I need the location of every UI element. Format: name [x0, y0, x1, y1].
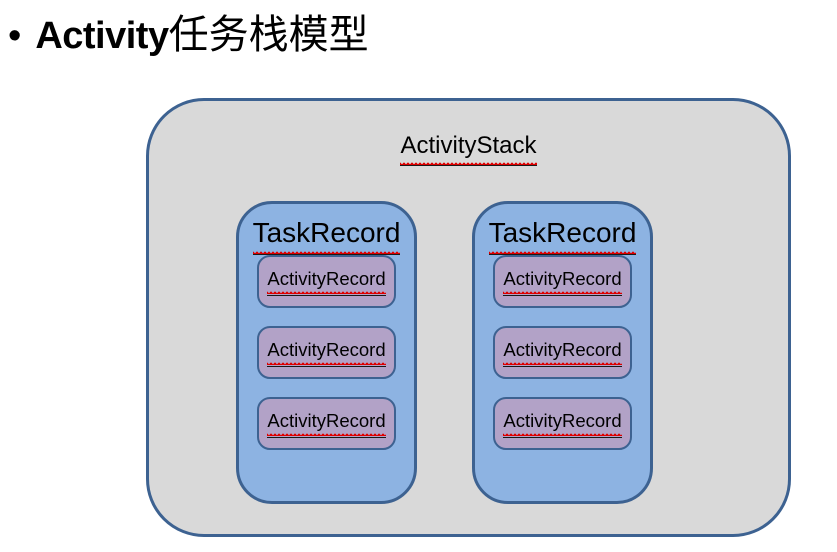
activity-record-label: ActivityRecord — [267, 339, 386, 367]
activity-record-box: ActivityRecord — [493, 255, 632, 308]
activity-record-label: ActivityRecord — [503, 268, 622, 296]
activity-record-label: ActivityRecord — [267, 410, 386, 438]
activity-record-box: ActivityRecord — [493, 397, 632, 450]
activity-record-box: ActivityRecord — [257, 326, 396, 379]
activity-record-box: ActivityRecord — [493, 326, 632, 379]
activity-record-box: ActivityRecord — [257, 255, 396, 308]
task-record-box-2: TaskRecord ActivityRecord ActivityRecord… — [472, 201, 653, 504]
activity-stack-label: ActivityStack — [149, 132, 788, 166]
activity-record-label: ActivityRecord — [267, 268, 386, 296]
activity-record-box: ActivityRecord — [257, 397, 396, 450]
task-record-box-1: TaskRecord ActivityRecord ActivityRecord… — [236, 201, 417, 504]
task-record-label-text: TaskRecord — [488, 217, 637, 255]
activity-record-label: ActivityRecord — [503, 339, 622, 367]
page-title-chinese: 任务栈模型 — [168, 12, 369, 57]
page-title: • Activity 任务栈模型 — [8, 8, 369, 63]
task-record-label-text: TaskRecord — [252, 217, 401, 255]
task-record-label: TaskRecord — [475, 217, 650, 255]
page-title-english: Activity — [35, 15, 169, 57]
activity-record-label: ActivityRecord — [503, 410, 622, 438]
bullet-icon: • — [8, 15, 22, 57]
activity-stack-box: ActivityStack TaskRecord ActivityRecord … — [146, 98, 791, 537]
activity-stack-label-text: ActivityStack — [400, 132, 537, 166]
task-record-label: TaskRecord — [239, 217, 414, 255]
